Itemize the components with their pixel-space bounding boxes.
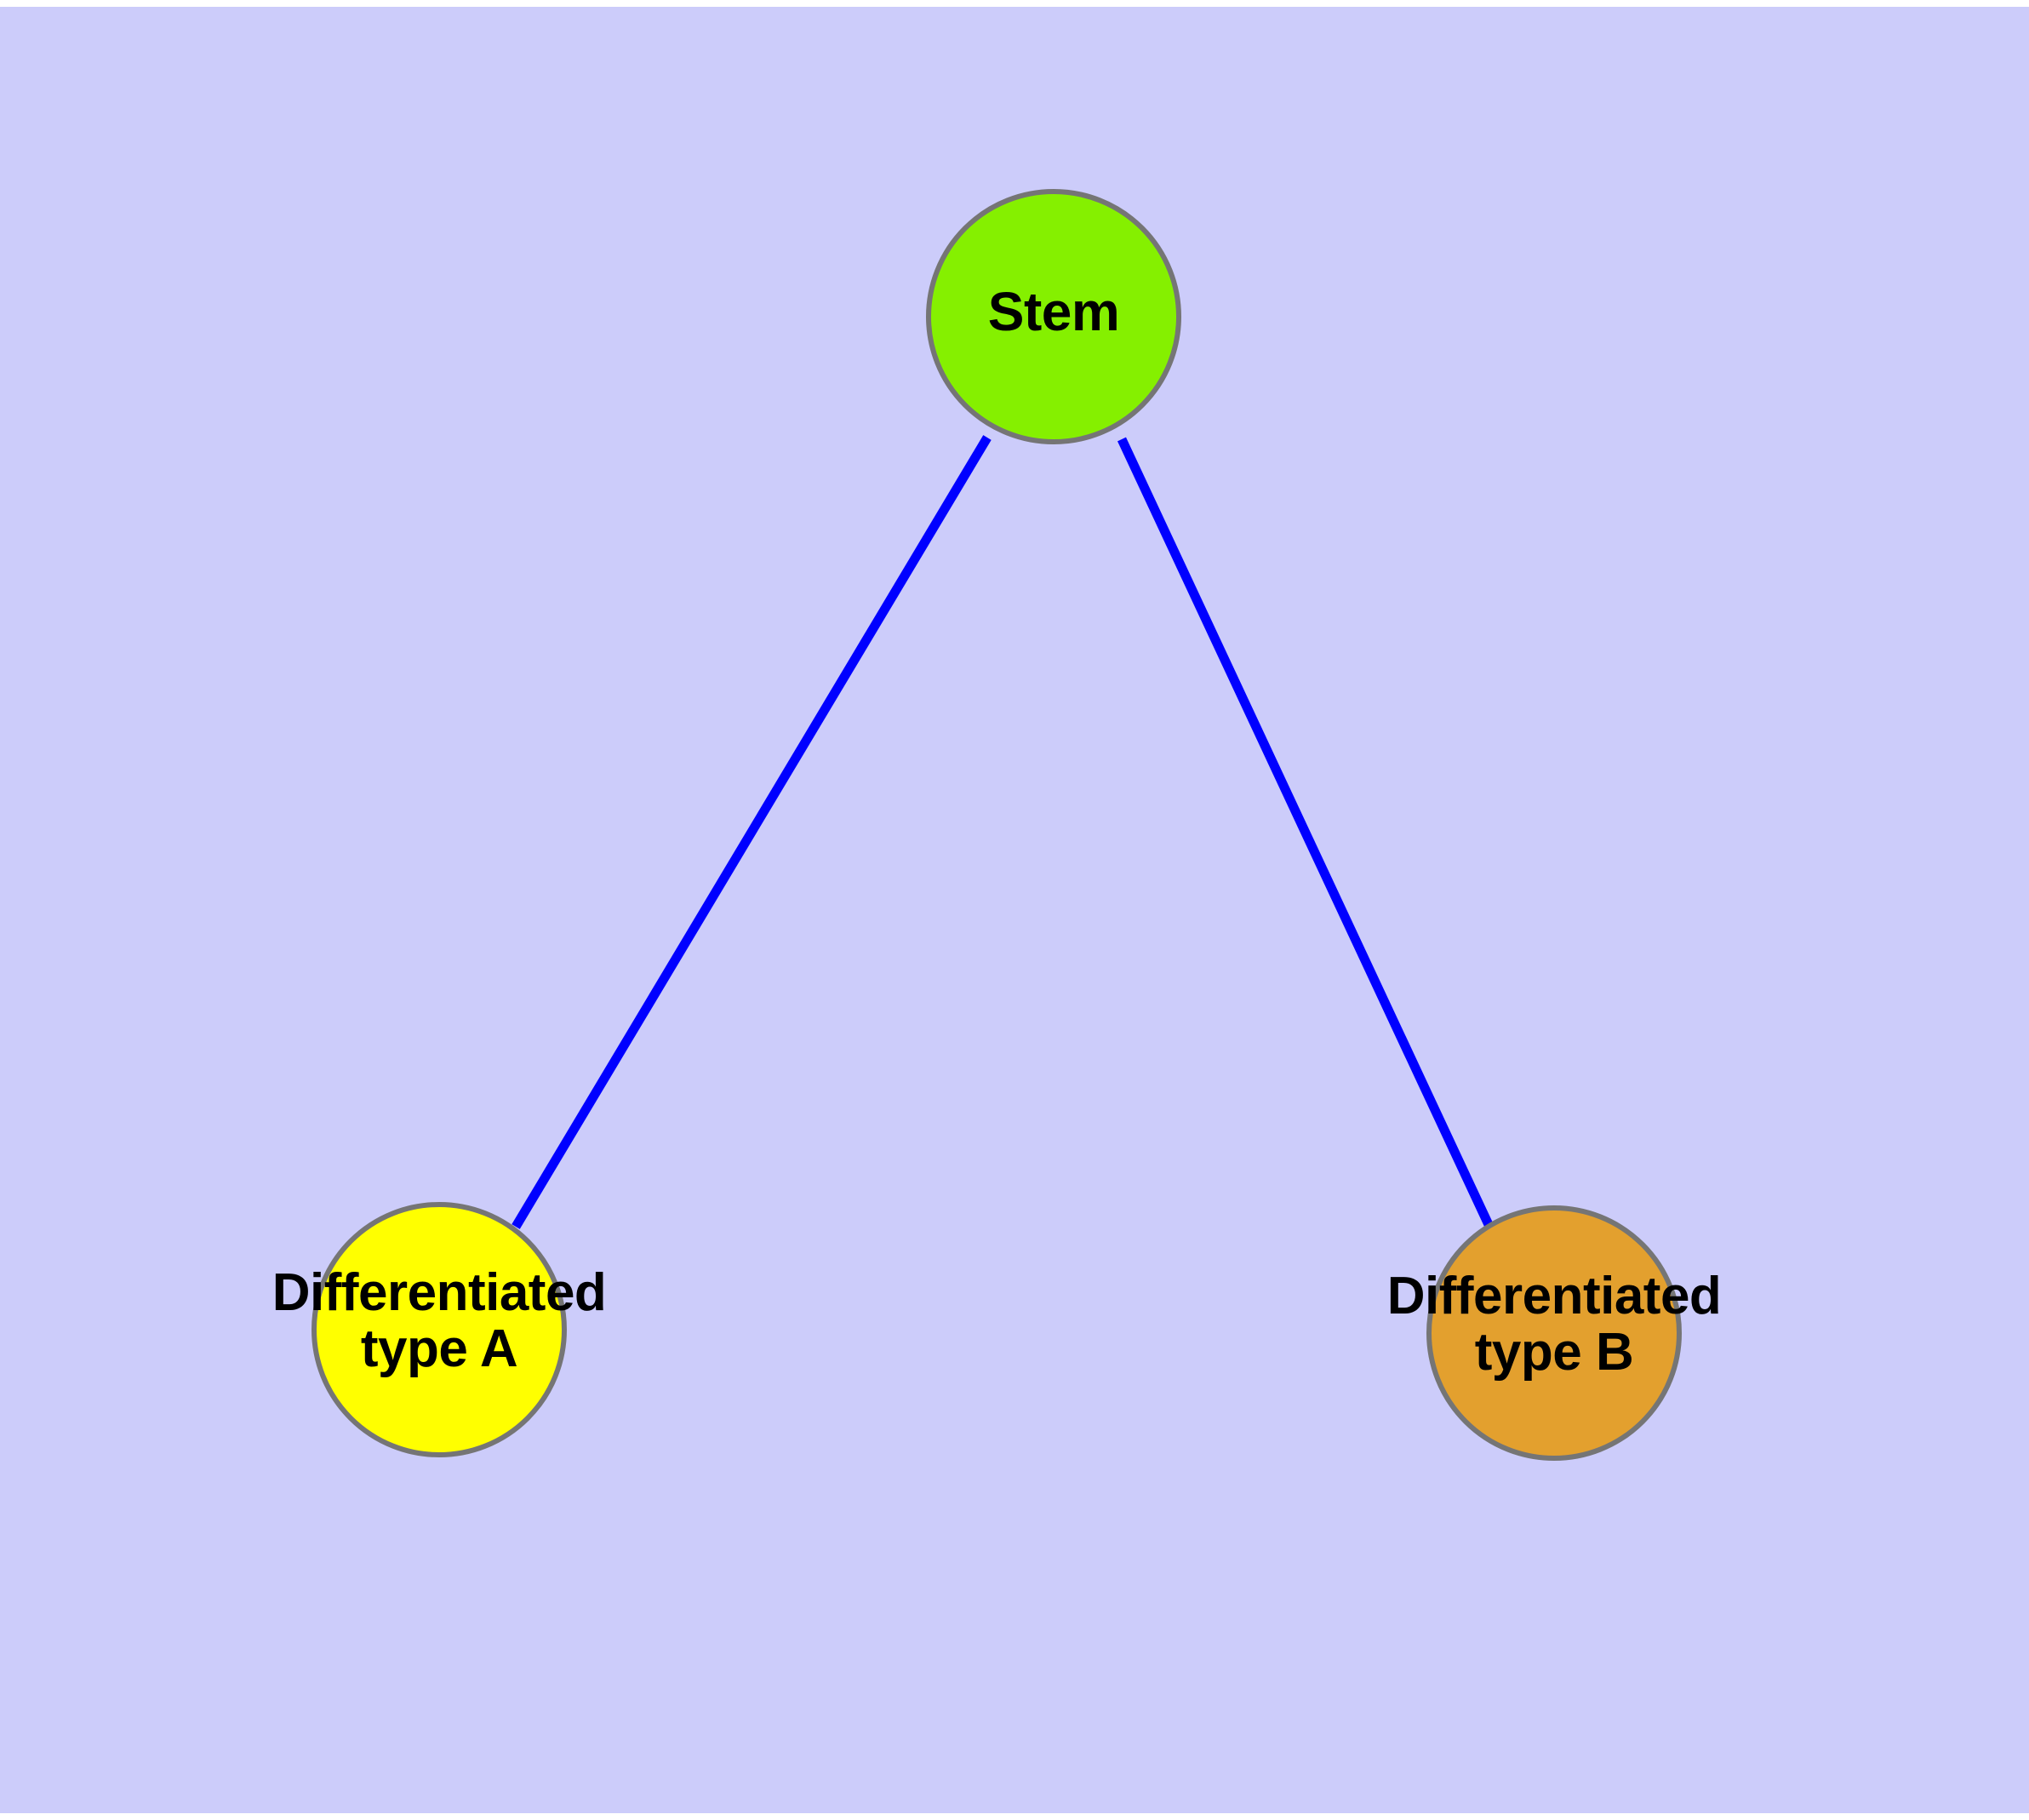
node-label-differentiated-type-a: Differentiated type A: [271, 1263, 607, 1378]
edge-layer: [512, 435, 1495, 1233]
node-differentiated-type-a[interactable]: [311, 1202, 567, 1457]
edge-stem-to-diff-b: [1117, 437, 1495, 1233]
edge-stem-to-diff-a: [512, 435, 992, 1229]
node-differentiated-type-b[interactable]: [1426, 1205, 1682, 1461]
node-label-stem: Stem: [987, 281, 1120, 342]
node-label-differentiated-type-b: Differentiated type B: [1386, 1267, 1722, 1382]
node-stem[interactable]: [926, 189, 1181, 444]
diagram-background: Stem Differentiated type A Differentiate…: [0, 7, 2029, 1813]
